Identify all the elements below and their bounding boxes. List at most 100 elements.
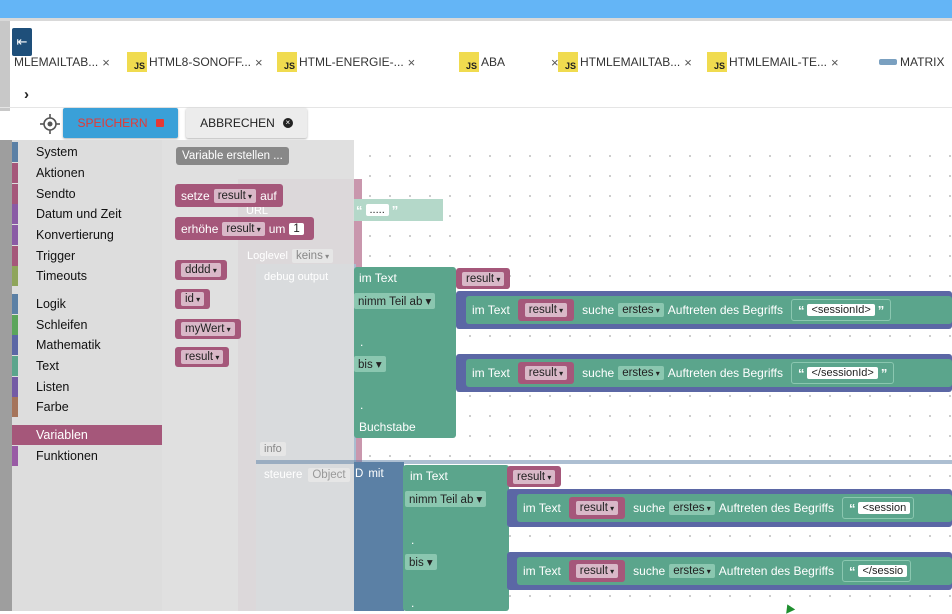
category-color-swatch [12, 204, 18, 224]
category-label: Trigger [36, 249, 76, 263]
category-label: Aktionen [36, 166, 85, 180]
variable-get-block[interactable]: result [517, 362, 575, 384]
find-text-block[interactable]: im Text result suche erstes Auftreten de… [517, 494, 952, 522]
find-text-block[interactable]: im Text result suche erstes Auftreten de… [466, 359, 952, 387]
to-dropdown[interactable]: bis ▾ [354, 356, 386, 372]
string-block[interactable]: “</sessionId>” [790, 362, 895, 384]
collapse-left-icon[interactable]: ⇤ [12, 28, 32, 56]
chevron-right-icon[interactable]: › [24, 86, 29, 103]
cancel-button[interactable]: ABBRECHEN × [186, 108, 307, 138]
ghost-steuere: steuere Object [264, 468, 354, 482]
string-block[interactable]: “</sessio [841, 560, 912, 582]
toolbox-category[interactable]: Text [12, 356, 162, 376]
category-color-swatch [12, 397, 18, 417]
variable-get-block[interactable]: id [175, 289, 211, 309]
close-icon[interactable]: × [684, 54, 692, 70]
js-file-icon: JS [127, 52, 147, 72]
left-scroll-strip [0, 21, 10, 111]
js-file-icon: JS [558, 52, 578, 72]
js-file-icon: JS [459, 52, 479, 72]
toolbox-category[interactable]: Farbe [12, 397, 162, 417]
substring-block[interactable] [403, 465, 509, 611]
blockly-icon [879, 59, 897, 65]
to-dropdown[interactable]: bis ▾ [405, 554, 437, 570]
toolbox-category[interactable]: Listen [12, 377, 162, 397]
variable-get-block[interactable]: result [175, 347, 230, 367]
string-block[interactable]: “<session [841, 497, 915, 519]
variable-get-block[interactable]: result [568, 497, 626, 519]
close-icon[interactable]: × [102, 54, 110, 70]
target-icon[interactable] [40, 114, 60, 134]
from-dropdown[interactable]: nimm Teil ab ▾ [354, 293, 436, 309]
variable-get-block[interactable]: result [568, 560, 626, 582]
tab-label: HTML8-SONOFF... [149, 55, 252, 69]
category-color-swatch [12, 266, 18, 286]
change-variable-block[interactable]: erhöhe result um 1 [175, 217, 314, 240]
control-block[interactable] [354, 462, 404, 611]
variable-get-block[interactable]: myWert [175, 319, 241, 339]
category-color-swatch [12, 356, 18, 376]
block-label: im Text [410, 469, 448, 483]
from-dropdown[interactable]: nimm Teil ab ▾ [405, 491, 487, 507]
category-color-swatch [12, 377, 18, 397]
create-variable-button[interactable]: Variable erstellen ... [176, 147, 289, 165]
category-color-swatch [12, 163, 18, 183]
ghost-text-block: “.....” [353, 199, 443, 221]
save-button[interactable]: SPEICHERN [63, 108, 178, 138]
category-label: Text [36, 359, 59, 373]
toolbox-category[interactable]: Mathematik [12, 335, 162, 355]
variable-dropdown[interactable]: result [213, 188, 257, 203]
close-icon[interactable]: × [831, 54, 839, 70]
toolbox-category[interactable]: Trigger [12, 246, 162, 266]
toolbox-category[interactable]: Logik [12, 294, 162, 314]
tab-label: HTMLEMAILTAB... [580, 55, 681, 69]
tab-6[interactable]: MATRIX [879, 50, 944, 74]
js-file-icon: JS [277, 52, 297, 72]
category-label: Konvertierung [36, 228, 114, 242]
toolbox-category[interactable]: Konvertierung [12, 225, 162, 245]
scrollbar[interactable] [0, 140, 12, 611]
category-color-swatch [12, 315, 18, 335]
save-icon [155, 119, 164, 127]
category-label: Logik [36, 297, 66, 311]
toolbox-category[interactable]: Timeouts [12, 266, 162, 286]
number-field[interactable]: 1 [289, 222, 304, 235]
close-icon[interactable]: × [551, 54, 559, 70]
tab-0[interactable]: MLEMAILTAB...× [14, 50, 110, 74]
variable-dropdown[interactable]: result [222, 221, 265, 236]
variable-get-block[interactable]: dddd [175, 260, 227, 280]
category-color-swatch [12, 446, 18, 466]
category-color-swatch [12, 335, 18, 355]
toolbox [12, 140, 162, 611]
toolbox-category[interactable]: Variablen [12, 425, 162, 445]
close-icon[interactable]: × [255, 54, 263, 70]
variable-get-block[interactable]: result [507, 466, 562, 487]
find-text-block[interactable]: im Text result suche erstes Auftreten de… [466, 296, 952, 324]
ghost-loglevel: Loglevel keins [247, 249, 337, 263]
toolbox-category[interactable]: Datum und Zeit [12, 204, 162, 224]
ghost-text-value: ..... [365, 204, 389, 216]
toolbox-category[interactable]: Aktionen [12, 163, 162, 183]
tab-label: MATRIX [900, 55, 945, 69]
save-label: SPEICHERN [77, 116, 148, 130]
variable-get-block[interactable]: result [456, 268, 511, 289]
variable-get-block[interactable]: result [517, 299, 575, 321]
category-label: Listen [36, 380, 70, 394]
set-variable-block[interactable]: setze result auf [175, 184, 283, 207]
category-color-swatch [12, 225, 18, 245]
category-label: Schleifen [36, 318, 88, 332]
toolbox-category[interactable]: Sendto [12, 184, 162, 204]
toolbox-category[interactable]: Schleifen [12, 315, 162, 335]
close-icon[interactable]: × [407, 54, 416, 70]
ghost-debug-label: debug output [264, 271, 329, 283]
find-text-block[interactable]: im Text result suche erstes Auftreten de… [517, 557, 952, 585]
toolbox-category[interactable]: Funktionen [12, 446, 162, 466]
toolbox-category[interactable]: System [12, 142, 162, 162]
category-color-swatch [12, 294, 18, 314]
string-block[interactable]: “<sessionId>” [790, 299, 892, 321]
